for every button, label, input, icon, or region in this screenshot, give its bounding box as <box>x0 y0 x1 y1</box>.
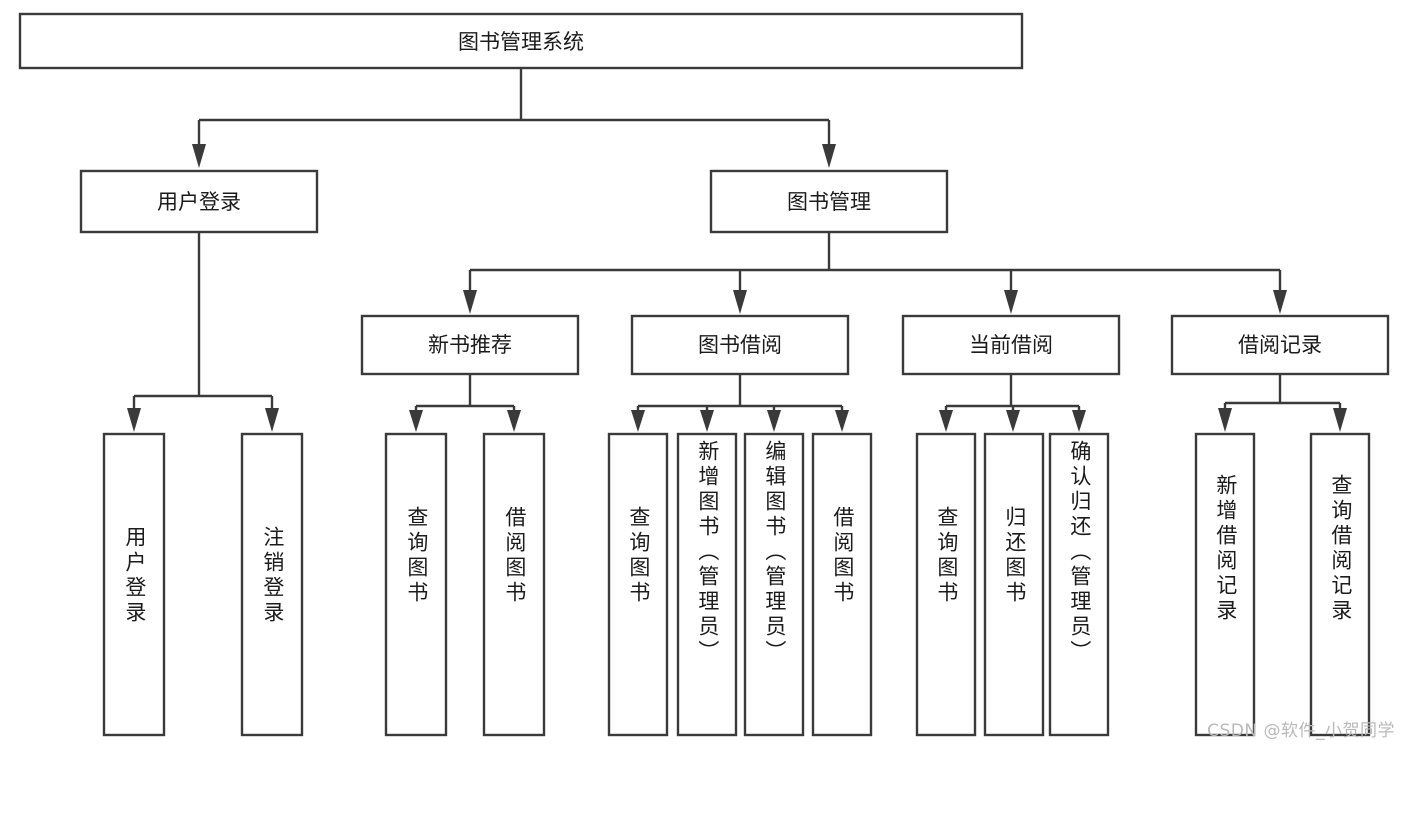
node-book-borrow[interactable]: 图书借阅 <box>630 314 850 376</box>
watermark-text: CSDN @软件_小贺同学 <box>1207 721 1395 741</box>
connector-group-root-to-level2 <box>192 68 836 168</box>
connector-group-user-login-to-leaves <box>127 232 279 432</box>
node-book-borrow-box[interactable] <box>630 314 850 376</box>
arrow-head-book-borrow <box>733 290 747 314</box>
arrow-head-leaf-add-borrow-record <box>1218 408 1232 432</box>
leaf-add-borrow-record-box[interactable] <box>1194 432 1256 737</box>
node-book-management-box[interactable] <box>709 169 949 234</box>
arrow-head-new-book-recommend <box>463 290 477 314</box>
node-borrow-records[interactable]: 借阅记录 <box>1170 314 1390 376</box>
connector-group-book-management-to-level3 <box>463 232 1287 314</box>
arrow-head-book-management <box>822 144 836 168</box>
node-user-login-box[interactable] <box>79 169 319 234</box>
arrow-head-leaf-borrow-book <box>835 410 849 432</box>
arrow-head-leaf-edit-book-admin <box>767 410 781 432</box>
node-book-management-label: 图书管理 <box>787 190 871 214</box>
connector-group-borrow-records-to-leaves <box>1218 374 1347 432</box>
connector-group-new-book-recommend-to-leaves <box>409 374 521 432</box>
leaf-edit-book-admin-box[interactable] <box>743 432 805 737</box>
arrow-head-leaf-query-book-recommend <box>409 410 423 432</box>
arrow-head-leaf-query-book-current <box>939 410 953 432</box>
flowchart-diagram: 图书管理系统 用户登录 图书管理 新书推荐 图书借阅 当前借阅 借阅记录 <box>18 12 1395 741</box>
leaf-borrow-book-recommend-box[interactable] <box>482 432 546 737</box>
arrow-head-current-borrow <box>1004 290 1018 314</box>
node-book-management[interactable]: 图书管理 <box>709 169 949 234</box>
leaf-confirm-return-admin-box[interactable] <box>1048 432 1110 737</box>
leaf-query-book-borrow-box[interactable] <box>607 432 669 737</box>
arrow-head-leaf-return-book <box>1006 410 1020 432</box>
leaf-query-borrow-record-box[interactable] <box>1309 432 1371 737</box>
node-book-borrow-label: 图书借阅 <box>698 333 782 357</box>
node-root[interactable]: 图书管理系统 <box>18 12 1024 70</box>
leaf-return-book-box[interactable] <box>983 432 1045 737</box>
node-current-borrow-box[interactable] <box>901 314 1121 376</box>
arrow-head-user-login <box>192 144 206 168</box>
connector-group-current-borrow-to-leaves <box>939 374 1086 432</box>
leaf-add-book-admin-box[interactable] <box>676 432 738 737</box>
arrow-head-leaf-add-book-admin <box>700 410 714 432</box>
node-current-borrow[interactable]: 当前借阅 <box>901 314 1121 376</box>
connector-group-book-borrow-to-leaves <box>631 374 849 432</box>
arrow-head-leaf-confirm-return-admin <box>1072 410 1086 432</box>
leaf-query-book-recommend-box[interactable] <box>384 432 448 737</box>
arrow-head-borrow-records <box>1273 290 1287 314</box>
node-borrow-records-label: 借阅记录 <box>1238 333 1322 357</box>
node-current-borrow-label: 当前借阅 <box>969 333 1053 357</box>
node-user-login-label: 用户登录 <box>157 190 241 214</box>
arrow-head-leaf-borrow-book-recommend <box>507 410 521 432</box>
leaf-user-login-box[interactable] <box>102 432 166 737</box>
node-new-book-recommend[interactable]: 新书推荐 <box>360 314 580 376</box>
arrow-head-leaf-query-book-borrow <box>631 410 645 432</box>
arrow-head-leaf-user-login <box>127 408 141 432</box>
node-root-box[interactable] <box>18 12 1024 70</box>
arrow-head-leaf-query-borrow-record <box>1333 408 1347 432</box>
leaf-query-book-current-box[interactable] <box>915 432 977 737</box>
arrow-head-leaf-logout <box>265 408 279 432</box>
leaf-borrow-book-box[interactable] <box>811 432 873 737</box>
node-borrow-records-box[interactable] <box>1170 314 1390 376</box>
leaf-logout-box[interactable] <box>240 432 304 737</box>
node-user-login[interactable]: 用户登录 <box>79 169 319 234</box>
flowchart-canvas: 图书管理系统 用户登录 图书管理 新书推荐 图书借阅 当前借阅 借阅记录 <box>18 12 1390 737</box>
leaf-box-group <box>102 432 1371 737</box>
node-new-book-recommend-box[interactable] <box>360 314 580 376</box>
node-new-book-recommend-label: 新书推荐 <box>428 333 512 357</box>
node-root-label: 图书管理系统 <box>458 30 584 54</box>
